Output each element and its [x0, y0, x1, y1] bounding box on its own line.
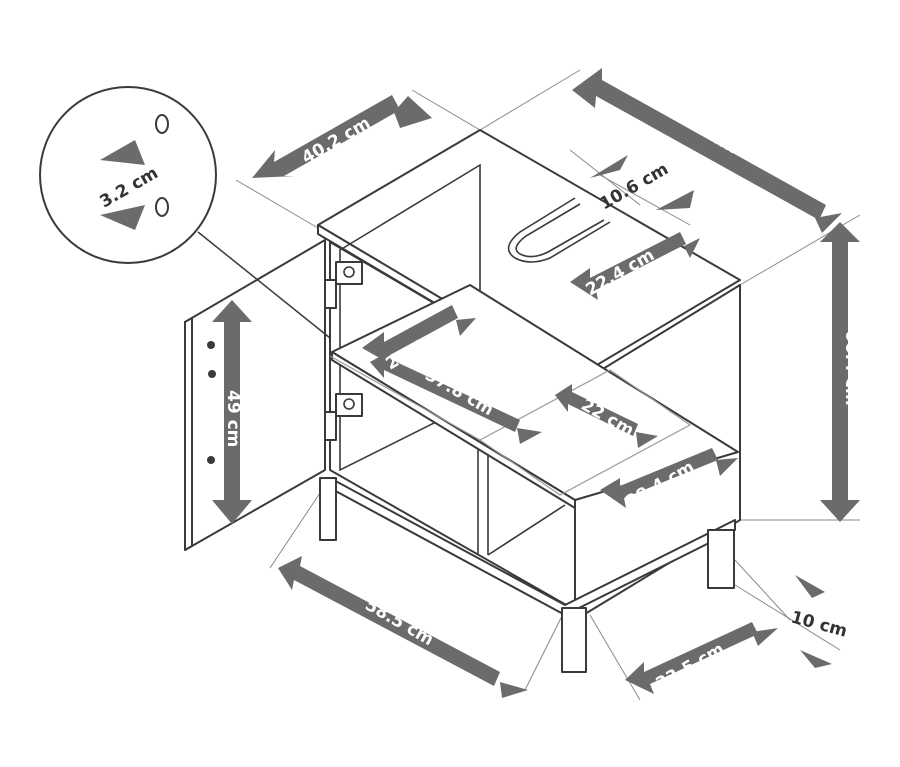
label-total-height: 66.4 cm [841, 330, 861, 406]
arrow-cutout-depth [570, 232, 686, 300]
label-base-width: 58.5 cm [362, 595, 438, 650]
leg-front-left [319, 477, 337, 541]
cabinet-body [184, 129, 741, 673]
arrow-shelf-depth [362, 305, 458, 365]
leg-back-right [707, 529, 735, 589]
door-hole-2 [208, 370, 216, 378]
open-door [184, 239, 326, 551]
leg-front-right [561, 607, 587, 673]
sink-cutout [507, 197, 611, 263]
door-hole-1 [207, 341, 215, 349]
arrow-inner-depth [600, 448, 718, 508]
hole-detail-callout [39, 86, 331, 339]
arrow-top-depth [252, 95, 400, 178]
arrow-total-height [820, 222, 860, 522]
open-door-edge [184, 317, 193, 551]
compartment-bottom [487, 504, 566, 556]
arrow-shelf-width [370, 352, 520, 432]
arrow-leg-height [795, 575, 825, 598]
arrow-door-height [212, 300, 252, 524]
sink-cutout-inner [515, 203, 605, 258]
arrow-total-width [572, 68, 826, 220]
arrow-cutout-width [590, 155, 628, 178]
arrow-base-depth [625, 622, 758, 694]
dimension-arrows [212, 68, 860, 698]
arrow-base-width [278, 556, 500, 686]
label-top-depth: 40.2 cm [299, 113, 375, 168]
arrow-shelf-cutout [555, 384, 638, 436]
label-door-height: 49 cm [223, 390, 243, 447]
door-hole-3 [207, 456, 215, 464]
